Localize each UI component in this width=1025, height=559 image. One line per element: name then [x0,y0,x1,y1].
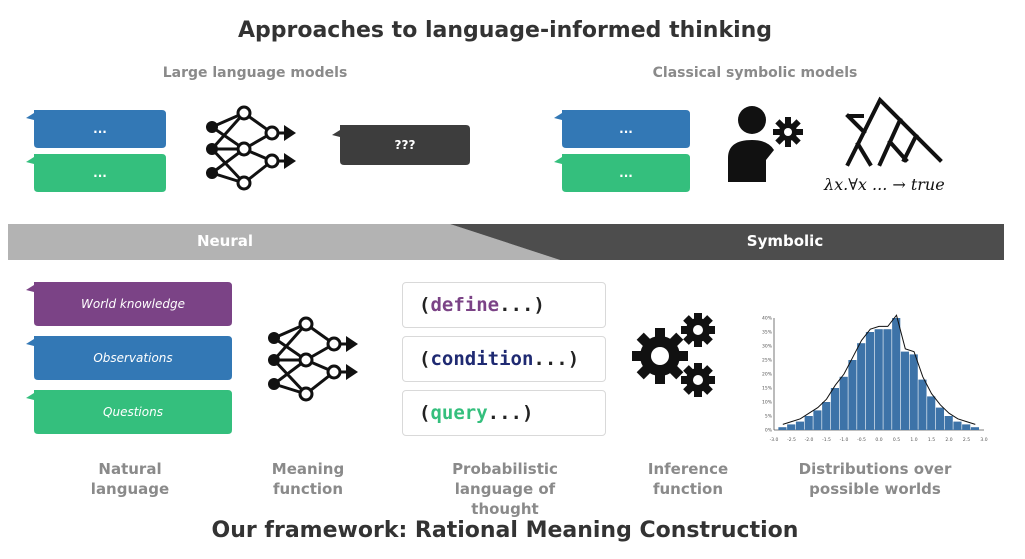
histogram-bar [892,318,901,430]
histogram-density-curve [782,314,976,425]
llm-output-bubble-shape [332,125,470,165]
histogram-bar [857,343,866,430]
caption-meaning-function: Meaning function [271,460,345,498]
histogram-bar [970,427,980,430]
caption-inference-function: Inference function [647,460,729,498]
histogram-x-tick-label: 0.5 [893,437,900,443]
histogram-bar [927,396,936,430]
person-gear-icon [728,106,803,182]
condition-rest: ...) [533,348,580,370]
histogram-bar [787,424,796,430]
histogram-bar [839,376,848,430]
define-rest: ...) [499,294,545,316]
define-keyword: define [430,294,500,316]
histogram-x-tick-label: -2.0 [805,437,814,443]
caption-probabilistic-lot: Probabilistic language of thought [452,460,558,518]
llm-input-bubble-2: ... [93,166,107,180]
query-rest: ...) [487,402,534,424]
histogram-bar [909,354,918,430]
histogram-y-tick-label: 15% [762,386,773,392]
histogram-x-tick-label: 2.0 [945,437,952,443]
histogram-y-tick-label: 20% [762,372,773,378]
histogram-x-tick-label: -1.5 [822,437,831,443]
world-knowledge-bubble: World knowledge [81,297,185,311]
histogram-y-tick-label: 5% [765,414,773,420]
histogram-x-tick-label: 2.5 [963,437,970,443]
symbolic-speech-bubbles [554,110,690,192]
histogram-bar [900,351,910,430]
histogram-bar [813,410,822,430]
histogram-y-tick-label: 30% [762,344,773,350]
llm-input-bubble-1: ... [93,122,107,136]
histogram-bar [944,416,953,430]
framework-speech-bubbles [26,282,232,434]
query-open-paren: ( [419,402,431,424]
framework-title: Our framework: Rational Meaning Construc… [211,518,799,543]
llm-heading: Large language models [162,65,348,81]
define-open-paren: ( [419,294,431,316]
histogram-bar [804,416,813,430]
condition-code-box: (condition ...) [402,336,606,382]
banner-neural-label: Neural [196,232,254,250]
histogram-bar [918,379,927,430]
histogram-x-tick-label: -2.5 [787,437,796,443]
histogram-bar [848,360,857,430]
inference-gears-icon [632,313,715,397]
histogram-y-tick-label: 0% [765,428,773,434]
symbolic-input-bubble-1: ... [619,122,633,136]
banner-symbolic-label: Symbolic [746,232,824,250]
llm-output-bubble: ??? [394,138,416,152]
histogram-x-tick-label: 0.0 [875,437,882,443]
distribution-histogram: -3.0 -2.5 -2.0 -1.5 -1.0 -0.5 0.0 0.5 1.0 1.5 2.0 2… [762,314,988,443]
symbolic-input-bubble-2: ... [619,166,633,180]
histogram-bar [778,427,787,430]
condition-keyword: condition [430,348,534,370]
histogram-x-tick-label: -3.0 [770,437,779,443]
histogram-bar [953,421,962,430]
histogram-y-tick-label: 25% [762,358,773,364]
caption-natural-language: Natural language [90,460,170,498]
histogram-y-tick-label: 40% [762,316,773,322]
histogram-y-tick-label: 35% [762,330,773,336]
meaning-function-network-icon [268,316,358,402]
histogram-x-tick-label: 1.0 [910,437,917,443]
histogram-bar [830,388,840,430]
query-keyword: query [430,402,488,424]
histogram-bar [874,329,883,430]
histogram-x-tick-label: -0.5 [857,437,866,443]
lambda-formula: λx.∀x ... → true [824,175,945,194]
query-code-box: (query ...) [402,390,606,436]
observations-bubble: Observations [93,351,173,365]
diagram-title: Approaches to language-informed thinking [237,18,773,43]
parse-tree-icon [845,96,943,167]
condition-open-paren: ( [419,348,431,370]
llm-speech-bubbles [26,110,166,192]
caption-distributions: Distributions over possible worlds [798,460,952,498]
neural-symbolic-banner [8,224,1004,260]
histogram-bar [935,407,945,430]
histogram-x-tick-label: 1.5 [928,437,935,443]
define-code-box: (define ...) [402,282,606,328]
neural-network-icon [206,105,296,191]
histogram-x-tick-label: 3.0 [980,437,987,443]
histogram-x-tick-label: -1.0 [840,437,849,443]
histogram-bar [822,402,831,430]
histogram-bar [883,329,892,430]
histogram-y-tick-label: 10% [762,400,773,406]
symbolic-heading: Classical symbolic models [652,65,858,81]
questions-bubble: Questions [103,405,163,419]
histogram-bar [795,421,805,430]
histogram-bar [865,332,875,430]
histogram-bar [962,424,971,430]
